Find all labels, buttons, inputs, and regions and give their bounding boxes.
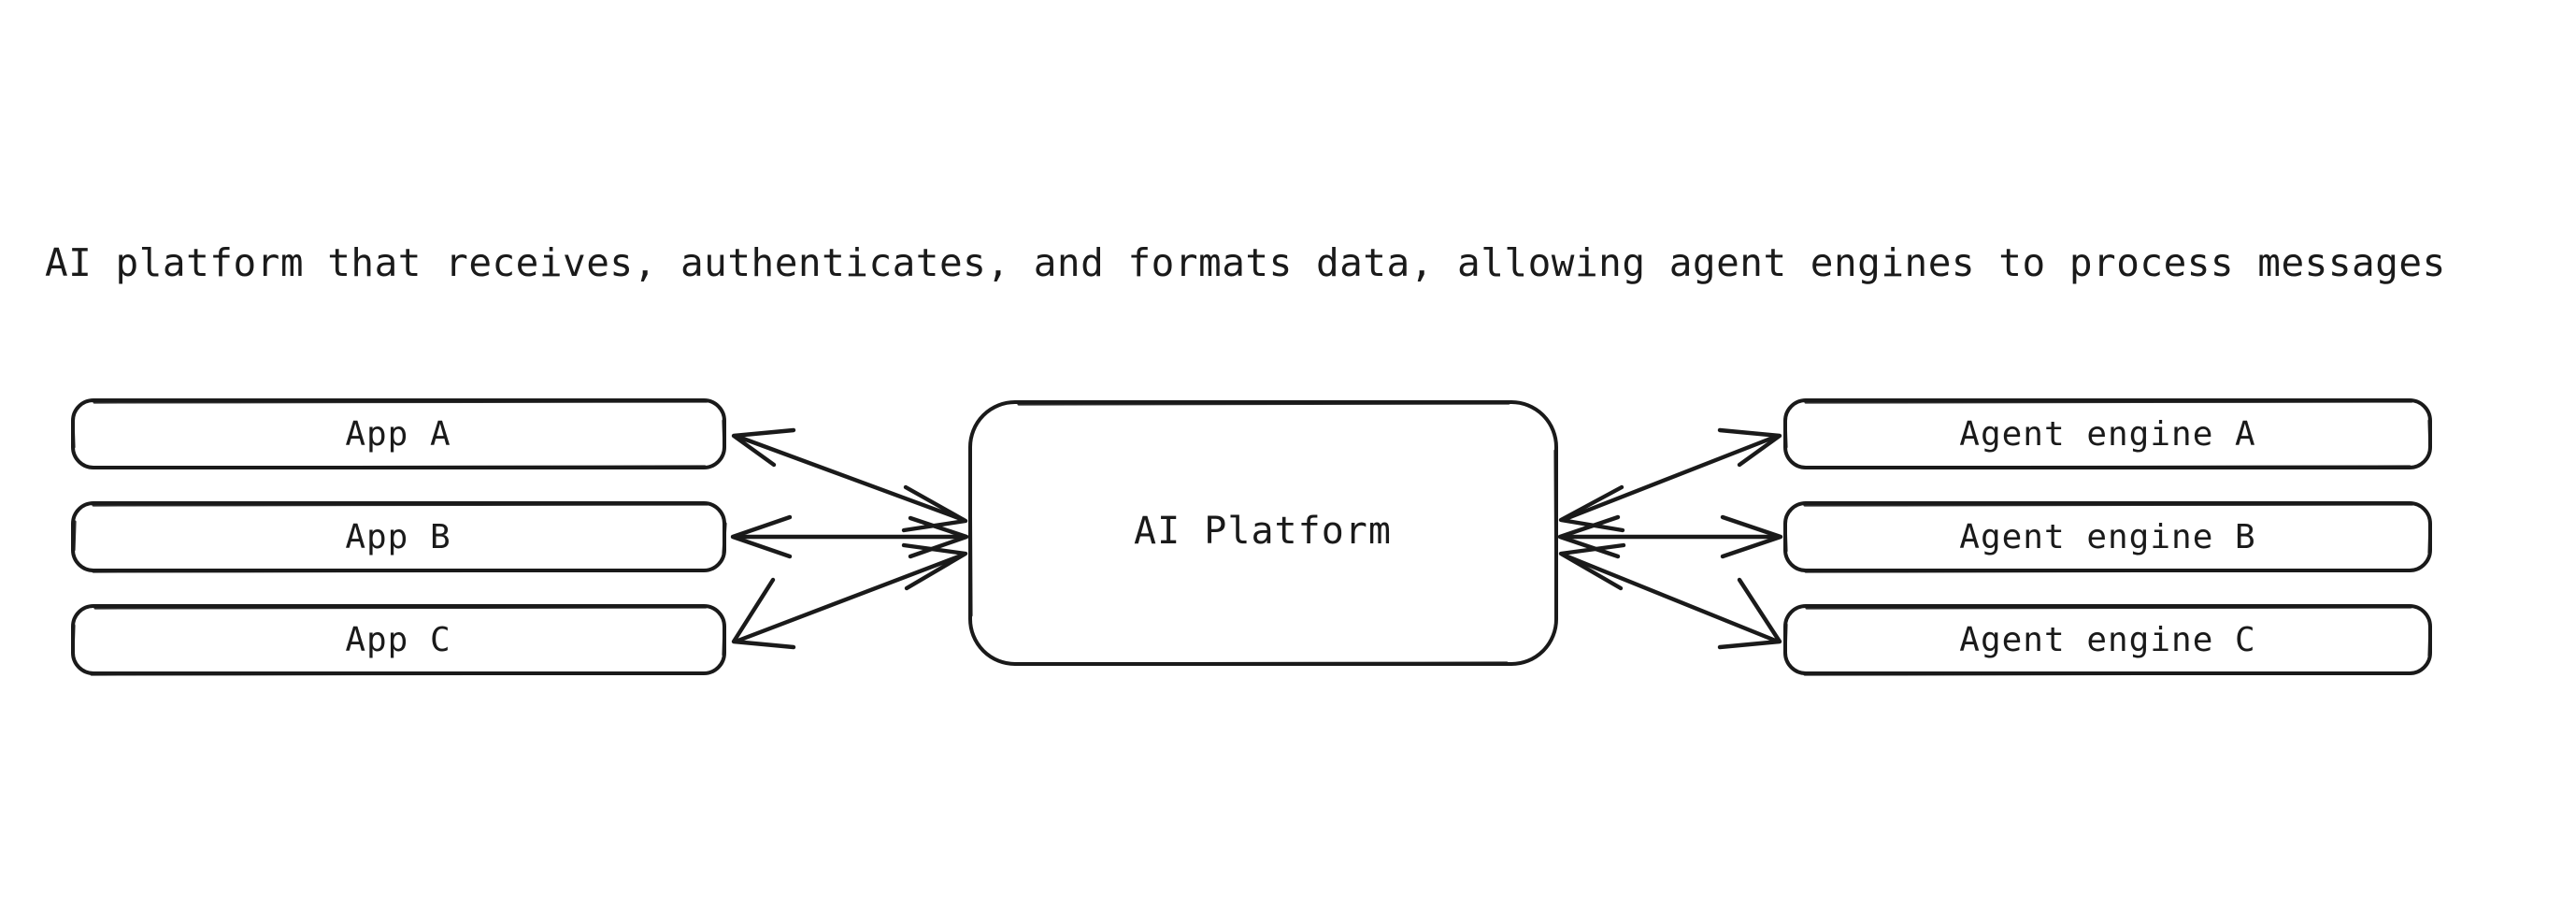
edge-agent-c-line [1560, 552, 1781, 644]
node-app-a[interactable]: App A [71, 398, 726, 469]
edge-agent-c-arrowhead-left [1558, 542, 1626, 591]
edge-app-a[interactable] [731, 427, 968, 533]
edge-agent-c[interactable] [1558, 542, 1782, 650]
page-title: AI platform that receives, authenticates… [45, 240, 2446, 285]
node-app-b[interactable]: App B [71, 501, 727, 573]
node-app-c-sketch-stroke [71, 605, 726, 676]
node-ai-platform-label: AI Platform [1134, 510, 1392, 553]
node-agent-engine-b-sketch-stroke [1783, 502, 2432, 573]
edge-app-b-arrowhead-left [730, 514, 793, 559]
edge-agent-a-line [1560, 433, 1781, 523]
node-ai-platform-sketch-stroke [968, 401, 1558, 666]
node-app-c-label: App C [345, 621, 451, 659]
edge-app-c-line [733, 552, 966, 644]
edge-agent-a[interactable] [1558, 427, 1782, 533]
node-app-a-label: App A [345, 415, 451, 454]
node-app-b-label: App B [345, 518, 451, 556]
node-ai-platform[interactable]: AI Platform [968, 400, 1558, 666]
edge-agent-b-arrowhead-right [1720, 514, 1783, 559]
left-node-group: App A App B App C [71, 398, 727, 676]
edge-agent-a-arrowhead-right [1717, 427, 1782, 468]
edge-agent-a-arrowhead-left [1558, 484, 1625, 533]
node-agent-engine-c-sketch-stroke [1783, 605, 2432, 676]
node-app-a-sketch-stroke [71, 399, 726, 469]
edge-app-c[interactable] [731, 542, 968, 650]
right-node-group: Agent engine A Agent engine B Agent engi… [1783, 398, 2432, 676]
edge-app-c-arrowhead-left [731, 577, 796, 650]
node-agent-engine-c-label: Agent engine C [1959, 621, 2255, 659]
node-app-b-sketch-stroke [72, 502, 727, 573]
node-agent-engine-b[interactable]: Agent engine B [1783, 501, 2432, 573]
node-agent-engine-a-label: Agent engine A [1959, 415, 2255, 454]
edge-app-c-arrowhead-right [901, 542, 968, 591]
node-app-c[interactable]: App C [71, 604, 726, 676]
edge-app-a-line [733, 433, 966, 523]
node-agent-engine-a-sketch-stroke [1783, 399, 2432, 469]
node-agent-engine-a[interactable]: Agent engine A [1783, 398, 2432, 469]
edge-app-a-arrowhead-left [731, 427, 796, 468]
edge-agent-c-arrowhead-right [1717, 577, 1782, 650]
node-agent-engine-c[interactable]: Agent engine C [1783, 604, 2432, 676]
node-agent-engine-b-label: Agent engine B [1959, 518, 2255, 556]
edge-app-a-arrowhead-right [901, 484, 968, 533]
